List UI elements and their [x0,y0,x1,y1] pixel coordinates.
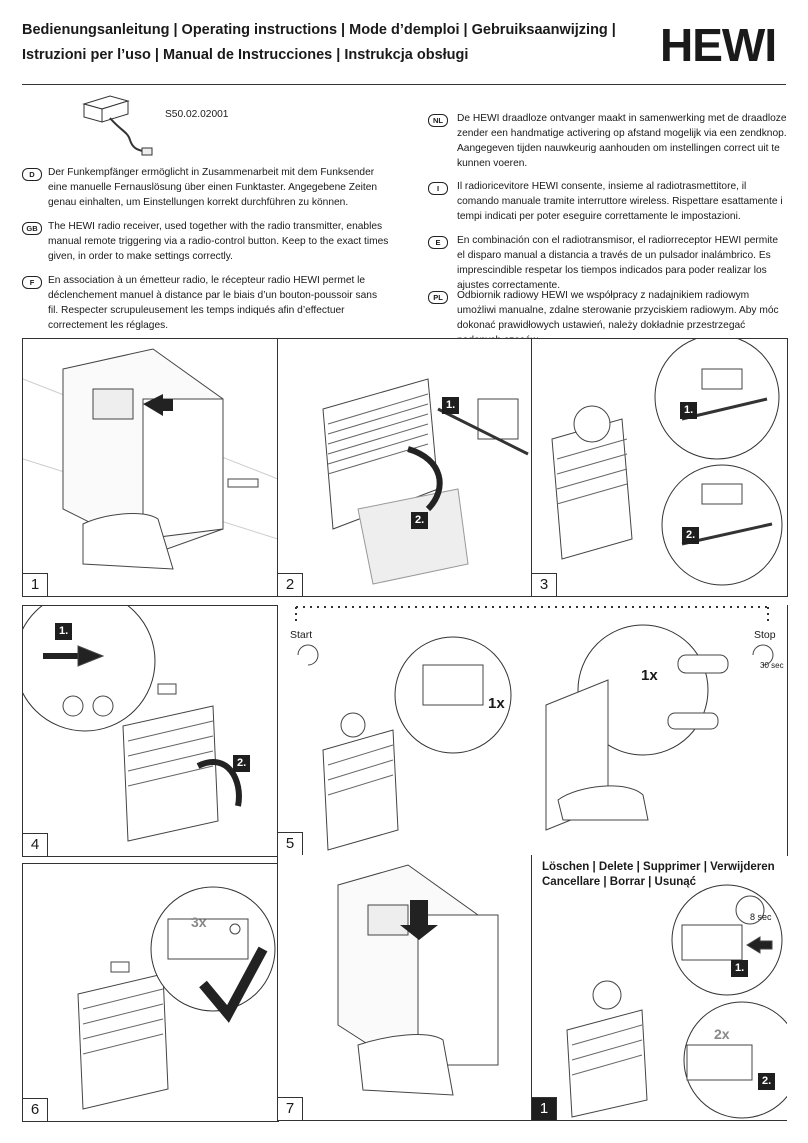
step-label-2: 2. [758,1073,776,1090]
step-number: 1 [23,573,48,596]
hewi-logo: HEWI [660,19,777,71]
step-label-1: 1. [442,397,460,414]
text-en: The HEWI radio receiver, used together w… [48,221,389,262]
step-label-1: 1. [731,960,749,977]
panel-step-2: 1. 2. 2 [277,338,533,597]
title-line-1: Bedienungsanleitung | Operating instruct… [22,22,616,38]
step-label-2: 2. [682,527,700,544]
step-7-illustration [337,864,499,1096]
delete-title-line-2: Cancellare | Borrar | Usunąć [542,876,697,888]
text-fr: En association à un émetteur radio, le r… [48,275,378,331]
step-number: 2 [278,573,303,596]
lang-badge-f: F [22,276,42,289]
step-5-illustration [295,606,774,851]
delete-title-line-1: Löschen | Delete | Supprimer | Verwijder… [542,861,775,873]
text-it: Il radioricevitore HEWI consente, insiem… [457,181,783,222]
lang-badge-i: I [428,182,448,195]
step-3-illustration [551,339,783,586]
panel-step-7: 7 [277,855,533,1121]
step-number: 6 [23,1098,48,1121]
lang-badge-gb: GB [22,222,42,235]
start-label: Start [290,629,313,641]
step-number: 1 [532,1097,557,1120]
press-count: 3x [191,914,207,930]
duration-label: 30 sec [760,661,784,670]
panel-step-5: Start Stop 30 sec 1x 1x 5 [277,605,788,856]
product-code: S50.02.02001 [165,109,229,120]
text-de: Der Funkempfänger ermöglicht in Zusammen… [48,167,378,208]
step-label-1: 1. [55,623,73,640]
panel-delete-step-1: Löschen | Delete | Supprimer | Verwijder… [531,855,787,1121]
step-4-illustration [23,606,242,842]
step-label-2: 2. [411,512,429,529]
text-nl: De HEWI draadloze ontvanger maakt in sam… [457,113,787,169]
step-6-illustration [77,886,276,1110]
stop-label: Stop [754,629,776,641]
panel-step-4: 1. 2. 4 [22,605,279,857]
delete-duration: 8 sec [750,912,772,922]
step-number: 4 [23,833,48,856]
step-number: 3 [532,573,557,596]
lang-badge-pl: PL [428,291,448,304]
header-divider [22,84,786,85]
step-label-1: 1. [680,402,698,419]
lang-badge-nl: NL [428,114,448,127]
text-es: En combinación con el radiotransmisor, e… [457,235,779,291]
step-1-illustration [23,348,278,570]
lang-badge-e: E [428,236,448,249]
panel-step-6: 3x 6 [22,863,279,1122]
step-label-2: 2. [233,755,251,772]
step-number: 7 [278,1097,303,1120]
page-title: Bedienungsanleitung | Operating instruct… [22,18,642,68]
press-count: 2x [714,1026,730,1042]
panel-step-1: 1 [22,338,279,597]
press-count-button: 1x [641,667,658,684]
step-number: 5 [278,832,303,855]
delete-illustration [566,884,787,1119]
press-count-receiver: 1x [488,695,505,712]
step-2-illustration [322,378,529,585]
title-line-2: Istruzioni per l’uso | Manual de Instruc… [22,47,469,63]
lang-badge-d: D [22,168,42,181]
panel-step-3: 1. 2. 3 [531,338,788,597]
